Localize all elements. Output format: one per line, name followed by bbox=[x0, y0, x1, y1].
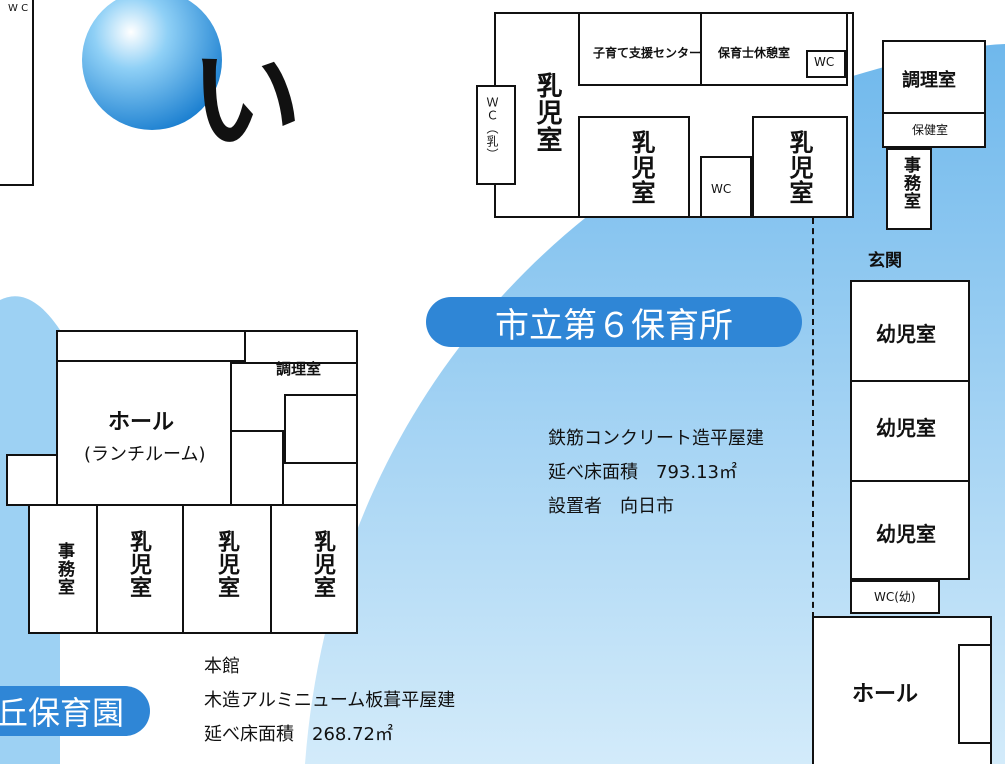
wall bbox=[850, 480, 970, 482]
wall bbox=[850, 380, 970, 382]
honkan-top-strip bbox=[56, 330, 246, 362]
left-partial-building bbox=[0, 0, 34, 186]
youji-block bbox=[850, 280, 970, 580]
wc-you-room bbox=[850, 580, 940, 614]
wall bbox=[96, 504, 98, 634]
room-genkan: 玄関 bbox=[868, 251, 902, 271]
room-nyuji-honkan-1: 乳児室 bbox=[126, 530, 151, 599]
wc-middle-room bbox=[700, 156, 752, 218]
nursery6-info-structure: 鉄筋コンクリート造平屋建 bbox=[548, 428, 764, 449]
wc-small-room bbox=[806, 50, 846, 78]
nursery6-info-area: 延べ床面積 793.13㎡ bbox=[548, 462, 737, 483]
hall-6-side bbox=[958, 644, 992, 744]
room-jimu-6: 事務室 bbox=[900, 156, 920, 210]
nursery6-info: 鉄筋コンクリート造平屋建 延べ床面積 793.13㎡ 設置者 向日市 bbox=[548, 422, 764, 524]
honkan-info-area: 延べ床面積 268.72㎡ bbox=[204, 724, 393, 745]
wall bbox=[270, 504, 272, 634]
blue-ball bbox=[82, 0, 222, 130]
room-hall-honkan: ホール bbox=[108, 410, 175, 435]
room-wc-you: WC(幼) bbox=[874, 590, 916, 604]
room-nyuji-honkan-2: 乳児室 bbox=[214, 530, 239, 599]
room-chori-honkan: 調理室 bbox=[276, 360, 322, 378]
honkan-storage bbox=[284, 394, 358, 464]
nursery6-info-owner: 設置者 向日市 bbox=[548, 496, 674, 517]
nursery6-title-pill: 市立第６保育所 bbox=[426, 297, 802, 347]
hiragana-character: い bbox=[190, 36, 302, 166]
room-hall-sub: (ランチルーム) bbox=[84, 444, 206, 465]
room-wc-middle: WC bbox=[711, 182, 732, 196]
large-blue-arc bbox=[305, 44, 1005, 764]
nursery6-top-rooms bbox=[578, 12, 848, 86]
room-hoken: 保健室 bbox=[912, 123, 949, 137]
wc-nyu-room bbox=[476, 85, 516, 185]
honkan-title-pill: 丘保育園 bbox=[0, 686, 150, 736]
nyuji-room-3-block bbox=[752, 116, 848, 218]
wc-fragment-label: W C bbox=[8, 3, 29, 14]
room-hall-6: ホール bbox=[852, 682, 919, 707]
honkan-info-name: 本館 bbox=[204, 656, 240, 677]
room-jimu-honkan: 事務室 bbox=[54, 542, 74, 596]
wall bbox=[182, 504, 184, 634]
room-nyuji-honkan-3: 乳児室 bbox=[310, 530, 335, 599]
room-nyuji-3: 乳児室 bbox=[785, 130, 813, 205]
room-youji-2: 幼児室 bbox=[876, 416, 936, 440]
room-youji-1: 幼児室 bbox=[876, 322, 936, 346]
room-kosodate-center: 子育て支援センター bbox=[593, 46, 702, 60]
honkan-lower-block bbox=[28, 504, 358, 634]
room-hoikushi-rest: 保育士休憩室 bbox=[718, 46, 791, 60]
room-nyuji-1: 乳児室 bbox=[532, 72, 562, 153]
honkan-info: 本館 木造アルミニューム板葺平屋建 延べ床面積 268.72㎡ bbox=[204, 650, 455, 752]
room-wc-nyu: ＷＣ（乳） bbox=[485, 96, 499, 161]
corridor-line bbox=[812, 218, 814, 618]
room-chori-6: 調理室 bbox=[902, 70, 956, 91]
honkan-small-room bbox=[230, 430, 284, 506]
room-nyuji-2: 乳児室 bbox=[627, 130, 655, 205]
room-wc-top: WC bbox=[814, 55, 835, 69]
nyuji-room-2-block bbox=[578, 116, 690, 218]
hoken-room bbox=[882, 112, 986, 148]
jimu-room bbox=[886, 148, 932, 230]
honkan-info-structure: 木造アルミニューム板葺平屋建 bbox=[204, 690, 456, 711]
wall bbox=[700, 12, 702, 86]
honkan-entry bbox=[6, 454, 58, 506]
room-youji-3: 幼児室 bbox=[876, 522, 936, 546]
